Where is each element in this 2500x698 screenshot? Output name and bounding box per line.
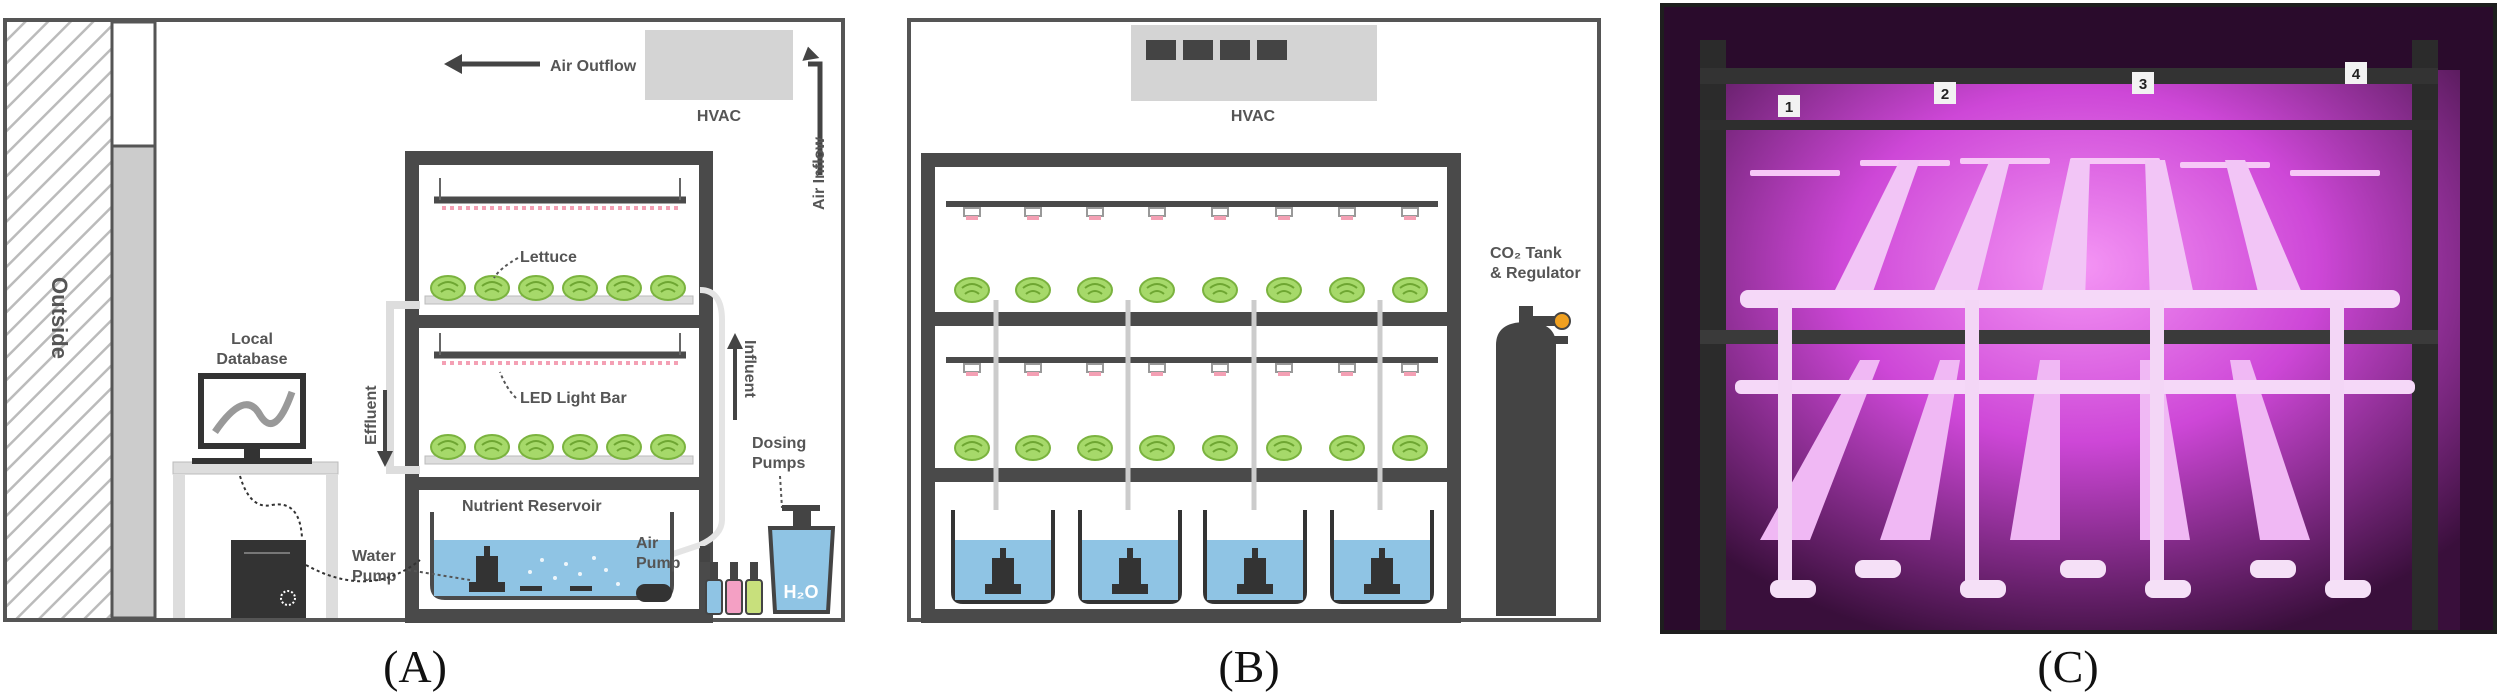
air-pump-label-line1: Air — [636, 535, 658, 552]
influent-arrow-icon — [727, 333, 743, 420]
pipe-elbows — [1770, 560, 2371, 598]
lettuce-label: Lettuce — [520, 249, 577, 266]
hvac-label-a: HVAC — [697, 108, 742, 125]
window — [110, 20, 157, 148]
drain-pipes — [1778, 300, 2344, 590]
shelf-number-3: 3 — [2139, 76, 2147, 93]
air-pump-icon — [636, 584, 672, 602]
outside-label: Outside — [47, 277, 72, 359]
monitor-icon — [192, 373, 312, 464]
local-database-label-line1: Local — [231, 331, 273, 348]
effluent-label: Effluent — [363, 385, 380, 445]
dosing-pumps-label-line1: Dosing — [752, 435, 806, 452]
vertical-pipes-b — [993, 300, 1383, 520]
co2-tank-label-line2: & Regulator — [1490, 265, 1581, 282]
air-bubbles — [528, 556, 620, 586]
water-pump-label-line1: Water — [352, 548, 396, 565]
effluent-arrow-icon — [377, 390, 393, 467]
panel-b-caption: (B) — [1218, 641, 1279, 692]
shelf-number-tags — [1778, 62, 2367, 117]
reservoirs-b — [951, 510, 1434, 604]
dosing-bottles — [700, 546, 763, 615]
hvac-vents — [1146, 40, 1287, 60]
local-database-label-line2: Database — [216, 351, 287, 368]
hvac-label-b: HVAC — [1231, 108, 1276, 125]
channels-upper — [1830, 160, 2305, 300]
wall-column — [110, 144, 157, 620]
h2o-bucket-icon — [767, 505, 836, 614]
panel-a: Outside HVAC Air Outflow Air Inflow — [3, 18, 845, 692]
air-inflow-arrow-icon — [802, 46, 823, 175]
co2-tank-label-line1: CO₂ Tank — [1490, 245, 1562, 262]
co2-tank-icon — [1496, 306, 1571, 616]
air-outflow-arrow-icon — [444, 54, 540, 74]
water-pump-label-line2: Pump — [352, 568, 397, 585]
hvac-unit-b — [1131, 25, 1377, 101]
upper-manifold — [1740, 290, 2400, 308]
shelf-number-2: 2 — [1941, 86, 1949, 103]
hvac-unit-a — [645, 30, 793, 100]
lower-manifold — [1735, 380, 2415, 394]
nutrient-reservoir-label: Nutrient Reservoir — [462, 498, 602, 515]
air-inflow-label: Air Inflow — [811, 137, 828, 210]
computer-tower-icon — [231, 540, 306, 618]
h2o-label: H₂O — [784, 582, 819, 602]
shelf-number-4: 4 — [2352, 66, 2361, 83]
led-light-bar-label: LED Light Bar — [520, 390, 627, 407]
outside-wall — [7, 22, 112, 618]
influent-label: Influent — [741, 340, 758, 398]
air-outflow-label: Air Outflow — [550, 58, 637, 75]
panel-c: 1 2 3 4 (C) — [1660, 3, 2497, 692]
dosing-pumps-label-line2: Pumps — [752, 455, 805, 472]
panel-b: HVAC — [907, 18, 1601, 692]
panel-c-caption: (C) — [2037, 641, 2098, 692]
air-pump-label-line2: Pump — [636, 555, 681, 572]
panel-a-caption: (A) — [383, 641, 447, 692]
shelf-number-1: 1 — [1785, 99, 1793, 116]
